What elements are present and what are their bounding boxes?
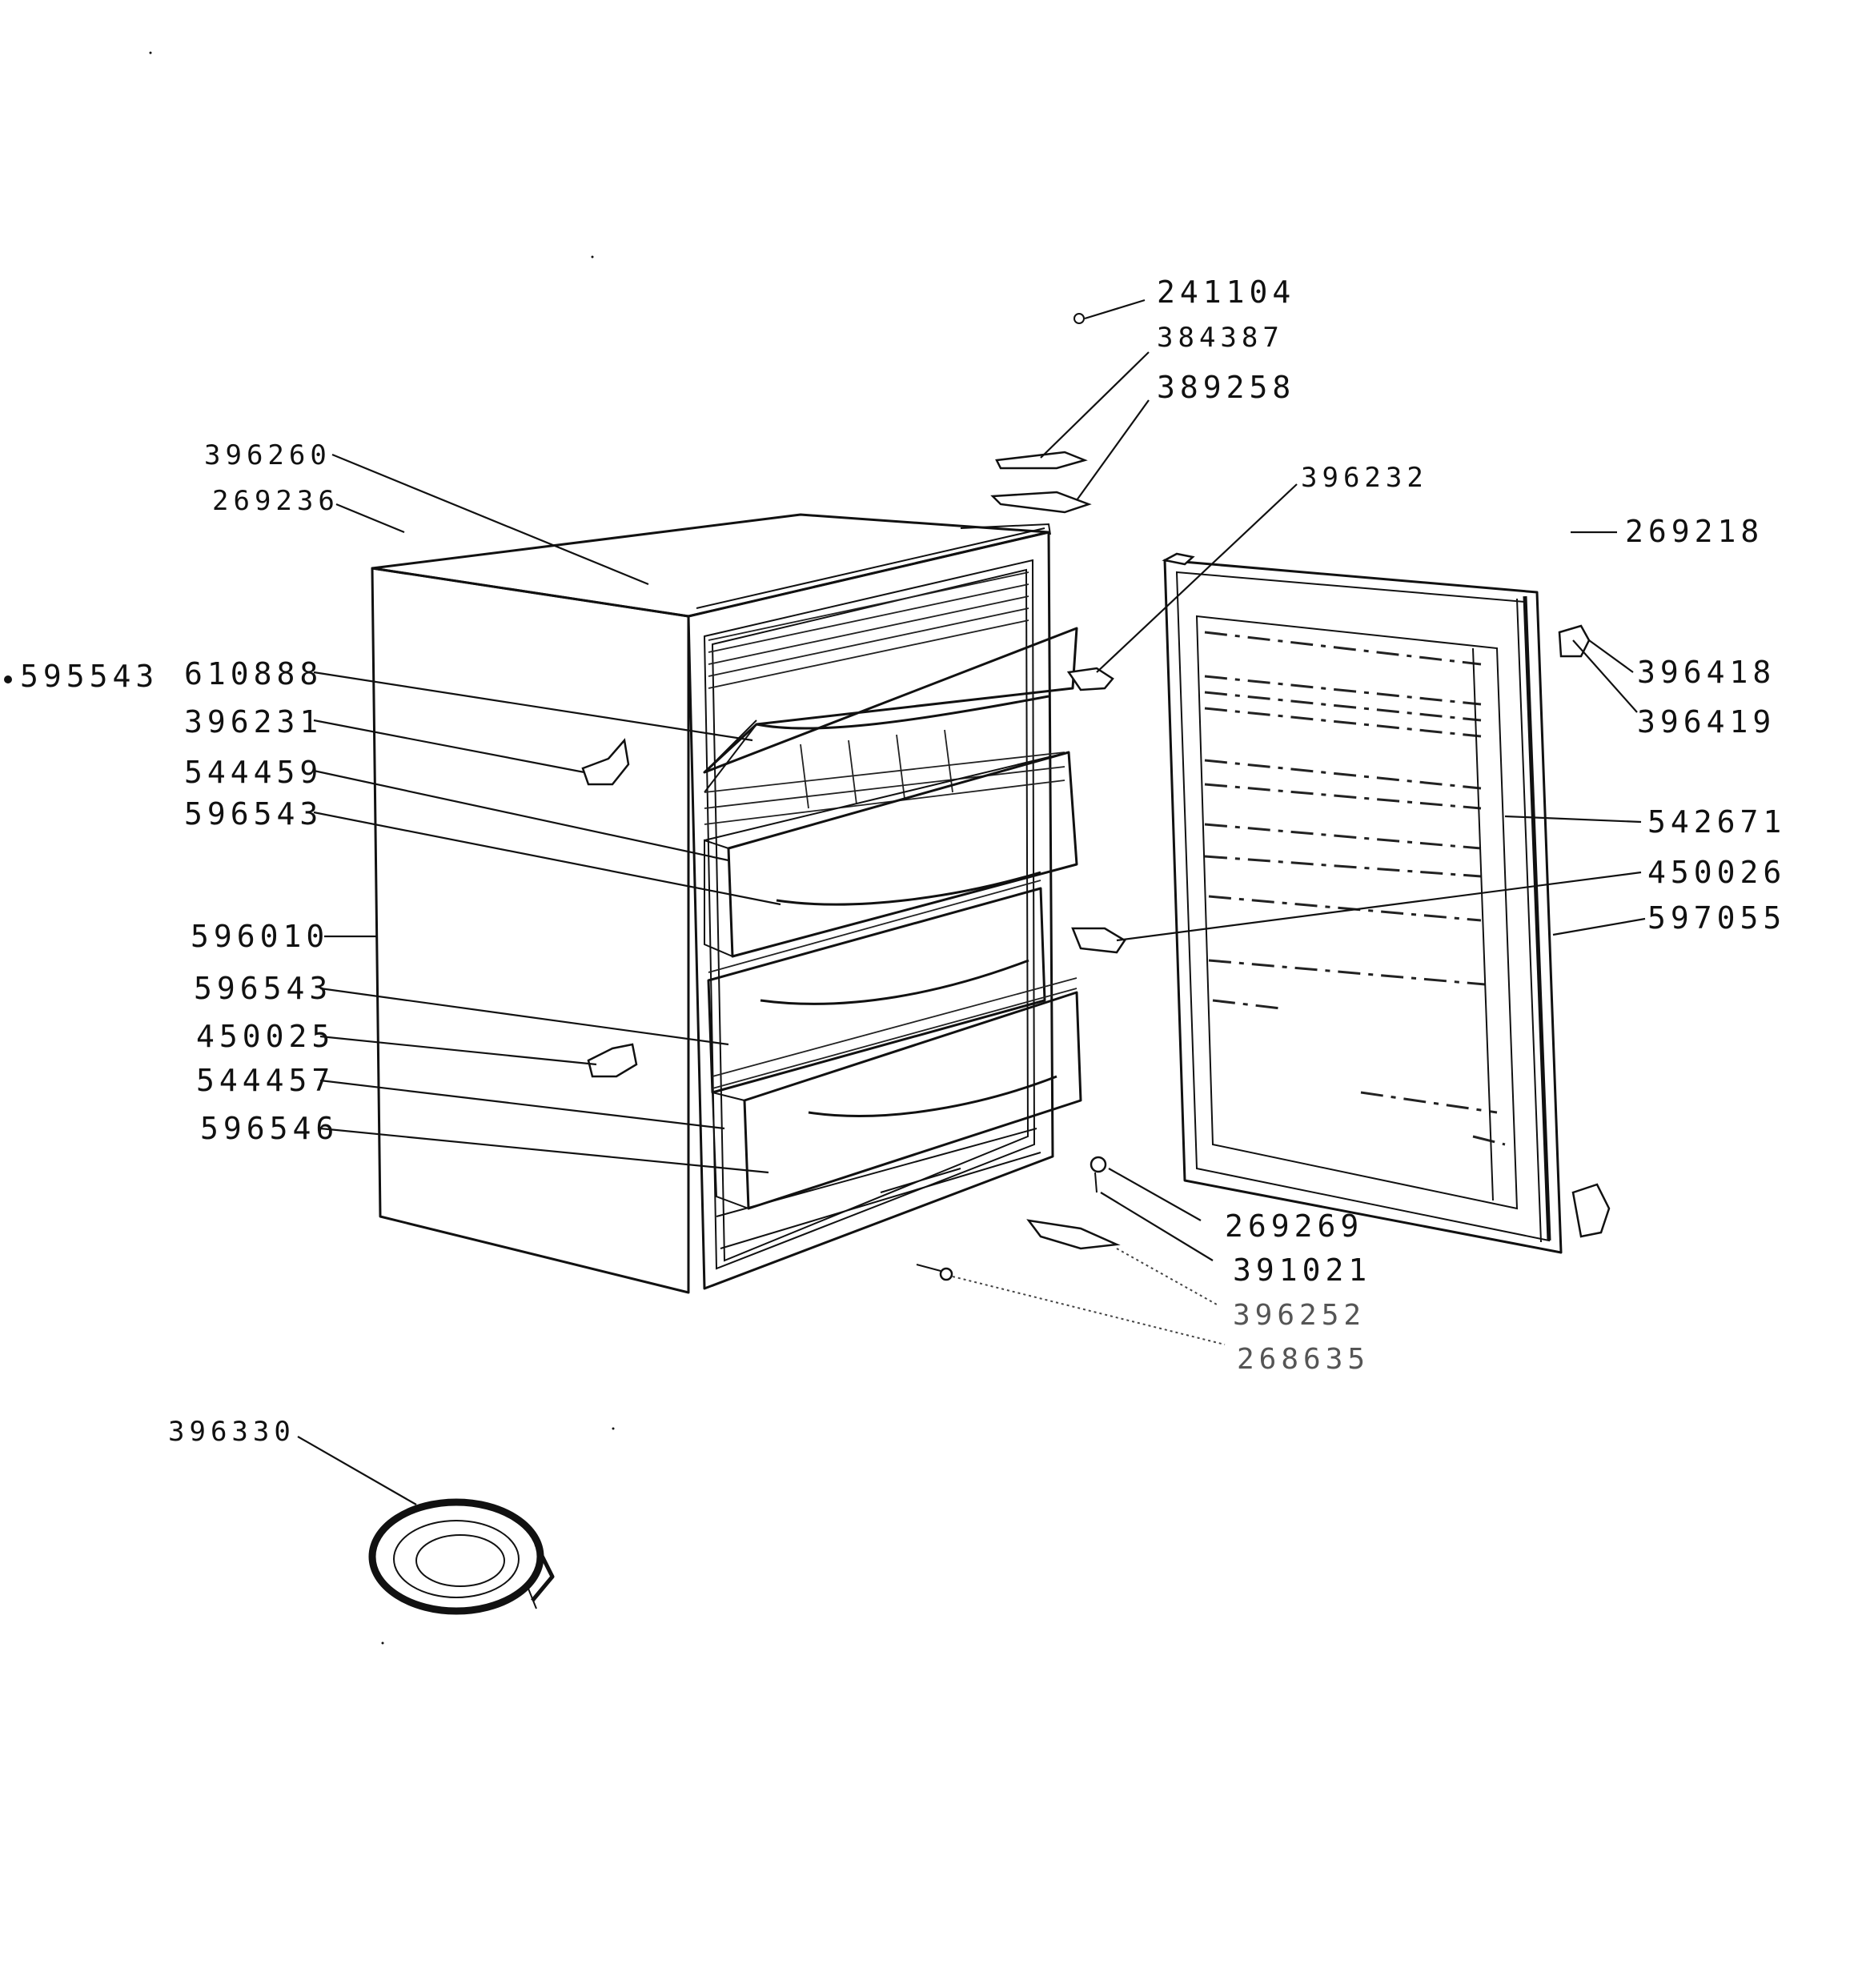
label-384387: 384387 — [1157, 322, 1284, 354]
shelf-grid-2 — [704, 729, 1065, 825]
power-cord-396330 — [368, 1498, 555, 1615]
label-389258: 389258 — [1157, 370, 1295, 405]
label-396260: 396260 — [204, 439, 331, 471]
door-panel — [1162, 552, 1563, 1254]
part-labels: 241104 384387 389258 396260 269236 39623… — [20, 275, 1786, 1448]
label-269269: 269269 — [1225, 1208, 1363, 1244]
drawer-596546 — [711, 977, 1082, 1210]
label-597055: 597055 — [1647, 900, 1786, 936]
label-595543: 595543 — [20, 659, 159, 694]
label-450026: 450026 — [1647, 855, 1786, 890]
hinge-part-450025 — [587, 1043, 638, 1078]
part-268635 — [916, 1264, 953, 1281]
label-396252: 396252 — [1233, 1299, 1366, 1332]
part-384387 — [995, 451, 1088, 470]
label-596546: 596546 — [200, 1111, 339, 1146]
label-391021: 391021 — [1233, 1253, 1371, 1288]
part-396252 — [1026, 1219, 1121, 1250]
hinge-part-396231 — [581, 738, 630, 786]
part-389258 — [990, 491, 1092, 514]
label-396231: 396231 — [184, 704, 323, 739]
label-610888: 610888 — [184, 656, 323, 691]
part-269269 — [1090, 1156, 1107, 1193]
label-396419: 396419 — [1637, 704, 1776, 739]
label-544459: 544459 — [184, 755, 323, 790]
label-596010: 596010 — [191, 919, 329, 954]
label-544457: 544457 — [196, 1063, 335, 1098]
drawer-596543-lower — [707, 880, 1046, 1094]
label-596543-a: 596543 — [184, 796, 323, 832]
label-450025: 450025 — [196, 1019, 335, 1054]
drawer-flap-610888 — [703, 627, 1078, 793]
cabinet-body — [371, 513, 1054, 1294]
label-542671: 542671 — [1647, 804, 1786, 840]
label-396330: 396330 — [168, 1416, 295, 1448]
label-396418: 396418 — [1637, 655, 1776, 690]
label-396232: 396232 — [1301, 462, 1428, 494]
label-268635: 268635 — [1237, 1343, 1370, 1376]
drawer-596543-upper — [704, 751, 1078, 958]
leader-lines — [297, 299, 1646, 1505]
label-241104: 241104 — [1157, 275, 1295, 310]
hinge-lower-door — [1571, 1183, 1611, 1238]
hinge-396232 — [1066, 667, 1114, 691]
label-269218: 269218 — [1625, 514, 1764, 549]
label-269236: 269236 — [212, 485, 339, 517]
handle-450026 — [1071, 927, 1126, 954]
bottom-tray — [716, 1128, 1041, 1249]
part-241104 — [1073, 313, 1085, 324]
label-596543-b: 596543 — [194, 971, 332, 1006]
top-shelf-grid — [708, 571, 1029, 689]
